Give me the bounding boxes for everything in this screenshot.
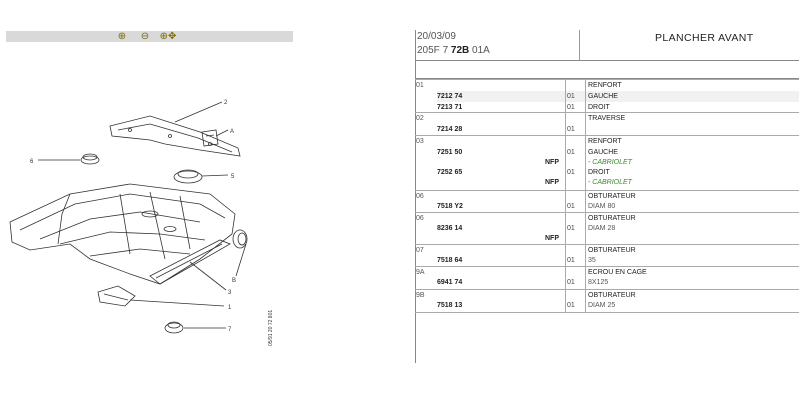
part-desc: 8X125 bbox=[588, 279, 609, 286]
row-code: 01 bbox=[416, 82, 424, 89]
exploded-parts-diagram: 2 A 6 5 B 3 1 7 05/91 20 72 801 bbox=[9, 100, 274, 346]
zoom-pan-icon[interactable]: ⊕✥ bbox=[159, 31, 177, 42]
part-number: 7252 65 bbox=[437, 169, 463, 176]
nfp-flag: NFP bbox=[545, 159, 559, 166]
part-qty: 01 bbox=[567, 302, 575, 309]
part-desc: OBTURATEUR bbox=[588, 193, 636, 200]
left-border bbox=[415, 30, 416, 363]
col-divider bbox=[565, 113, 566, 136]
sheet-title: PLANCHER AVANT bbox=[655, 32, 754, 44]
col-divider bbox=[565, 80, 566, 113]
sheet-date: 20/03/09 bbox=[417, 31, 456, 42]
col-divider bbox=[585, 191, 586, 213]
table-row[interactable]: 07 OBTURATEUR 7518 64 01 35 bbox=[415, 244, 799, 267]
zoom-out-icon[interactable]: ⊖ bbox=[140, 31, 150, 42]
sheet-header: 20/03/09 205F 7 72B 01A PLANCHER AVANT bbox=[415, 30, 799, 60]
table-row[interactable]: 03 RENFORT 7251 50 01 GAUCHE NFP - CABRI… bbox=[415, 135, 799, 191]
row-code: 9A bbox=[416, 269, 425, 276]
part-desc: ECROU EN CAGE bbox=[588, 269, 647, 276]
col-divider bbox=[565, 191, 566, 213]
table-row[interactable]: 06 OBTURATEUR 7518 Y2 01 DIAM 80 bbox=[415, 190, 799, 213]
col-divider bbox=[565, 136, 566, 191]
row-shade bbox=[437, 91, 799, 102]
part-number: 7212 74 bbox=[437, 93, 463, 100]
col-divider bbox=[565, 290, 566, 312]
part-desc: GAUCHE bbox=[588, 149, 618, 156]
zoom-in-icon[interactable]: ⊕ bbox=[117, 31, 127, 42]
part-qty: 01 bbox=[567, 104, 575, 111]
part-qty: 01 bbox=[567, 126, 575, 133]
callout-3: 3 bbox=[228, 290, 232, 296]
row-code: 07 bbox=[416, 247, 424, 254]
part-desc: OBTURATEUR bbox=[588, 292, 636, 299]
part-desc: DIAM 28 bbox=[588, 225, 616, 232]
part-number: 7213 71 bbox=[437, 104, 463, 111]
part-number: 7518 64 bbox=[437, 257, 463, 264]
part-number: 8236 14 bbox=[437, 225, 463, 232]
part-desc: OBTURATEUR bbox=[588, 247, 636, 254]
part-desc: DIAM 25 bbox=[588, 302, 616, 309]
col-divider bbox=[565, 267, 566, 290]
part-desc: DIAM 80 bbox=[588, 203, 616, 210]
part-qty: 01 bbox=[567, 225, 575, 232]
part-number: 7251 50 bbox=[437, 149, 463, 156]
row-code: 02 bbox=[416, 115, 424, 122]
header-divider bbox=[579, 30, 580, 60]
header-bottom-rule bbox=[415, 60, 799, 61]
callout-6: 6 bbox=[30, 159, 34, 165]
viewer-toolbar: ⊕ ⊖ ⊕✥ bbox=[6, 31, 293, 42]
table-row[interactable]: 9A ECROU EN CAGE 6941 74 01 8X125 bbox=[415, 266, 799, 290]
col-divider bbox=[585, 113, 586, 136]
sheet-reference: 205F 7 72B 01A bbox=[417, 45, 490, 56]
row-code: 06 bbox=[416, 193, 424, 200]
part-number: 6941 74 bbox=[437, 279, 463, 286]
col-divider bbox=[585, 267, 586, 290]
col-divider bbox=[585, 213, 586, 245]
part-qty: 01 bbox=[567, 93, 575, 100]
callout-2: 2 bbox=[224, 100, 228, 106]
diagram-side-text: 05/91 20 72 801 bbox=[268, 310, 274, 346]
col-divider bbox=[585, 136, 586, 191]
col-divider bbox=[585, 80, 586, 113]
part-desc: OBTURATEUR bbox=[588, 215, 636, 222]
table-top-rule bbox=[415, 78, 799, 79]
nfp-flag: NFP bbox=[545, 235, 559, 242]
col-divider bbox=[585, 245, 586, 267]
part-qty: 01 bbox=[567, 169, 575, 176]
part-desc: DROIT bbox=[588, 169, 610, 176]
part-desc: RENFORT bbox=[588, 138, 622, 145]
part-qty: 01 bbox=[567, 149, 575, 156]
part-variant: - CABRIOLET bbox=[588, 159, 632, 166]
part-number: 7518 13 bbox=[437, 302, 463, 309]
part-qty: 01 bbox=[567, 257, 575, 264]
part-desc: 35 bbox=[588, 257, 596, 264]
col-divider bbox=[565, 213, 566, 245]
part-desc: DROIT bbox=[588, 104, 610, 111]
nfp-flag: NFP bbox=[545, 179, 559, 186]
callout-1: 1 bbox=[228, 305, 232, 311]
part-qty: 01 bbox=[567, 203, 575, 210]
row-code: 03 bbox=[416, 138, 424, 145]
part-number: 7518 Y2 bbox=[437, 203, 463, 210]
part-number: 7214 28 bbox=[437, 126, 463, 133]
callout-b: B bbox=[232, 278, 236, 284]
part-desc: TRAVERSE bbox=[588, 115, 626, 122]
col-divider bbox=[565, 245, 566, 267]
part-qty: 01 bbox=[567, 279, 575, 286]
col-divider bbox=[585, 290, 586, 312]
table-row[interactable]: 9B OBTURATEUR 7518 13 01 DIAM 25 bbox=[415, 289, 799, 313]
table-row[interactable]: 01 RENFORT 7212 74 01 GAUCHE 7213 71 01 … bbox=[415, 79, 799, 113]
row-code: 9B bbox=[416, 292, 425, 299]
part-desc: GAUCHE bbox=[588, 93, 618, 100]
table-row[interactable]: 06 OBTURATEUR 8236 14 01 DIAM 28 NFP bbox=[415, 212, 799, 245]
part-desc: RENFORT bbox=[588, 82, 622, 89]
row-code: 06 bbox=[416, 215, 424, 222]
parts-table: 01 RENFORT 7212 74 01 GAUCHE 7213 71 01 … bbox=[415, 79, 799, 313]
table-row[interactable]: 02 TRAVERSE 7214 28 01 bbox=[415, 112, 799, 136]
callout-a: A bbox=[230, 129, 234, 135]
part-variant: - CABRIOLET bbox=[588, 179, 632, 186]
callout-5: 5 bbox=[231, 174, 235, 180]
callout-7: 7 bbox=[228, 327, 232, 333]
